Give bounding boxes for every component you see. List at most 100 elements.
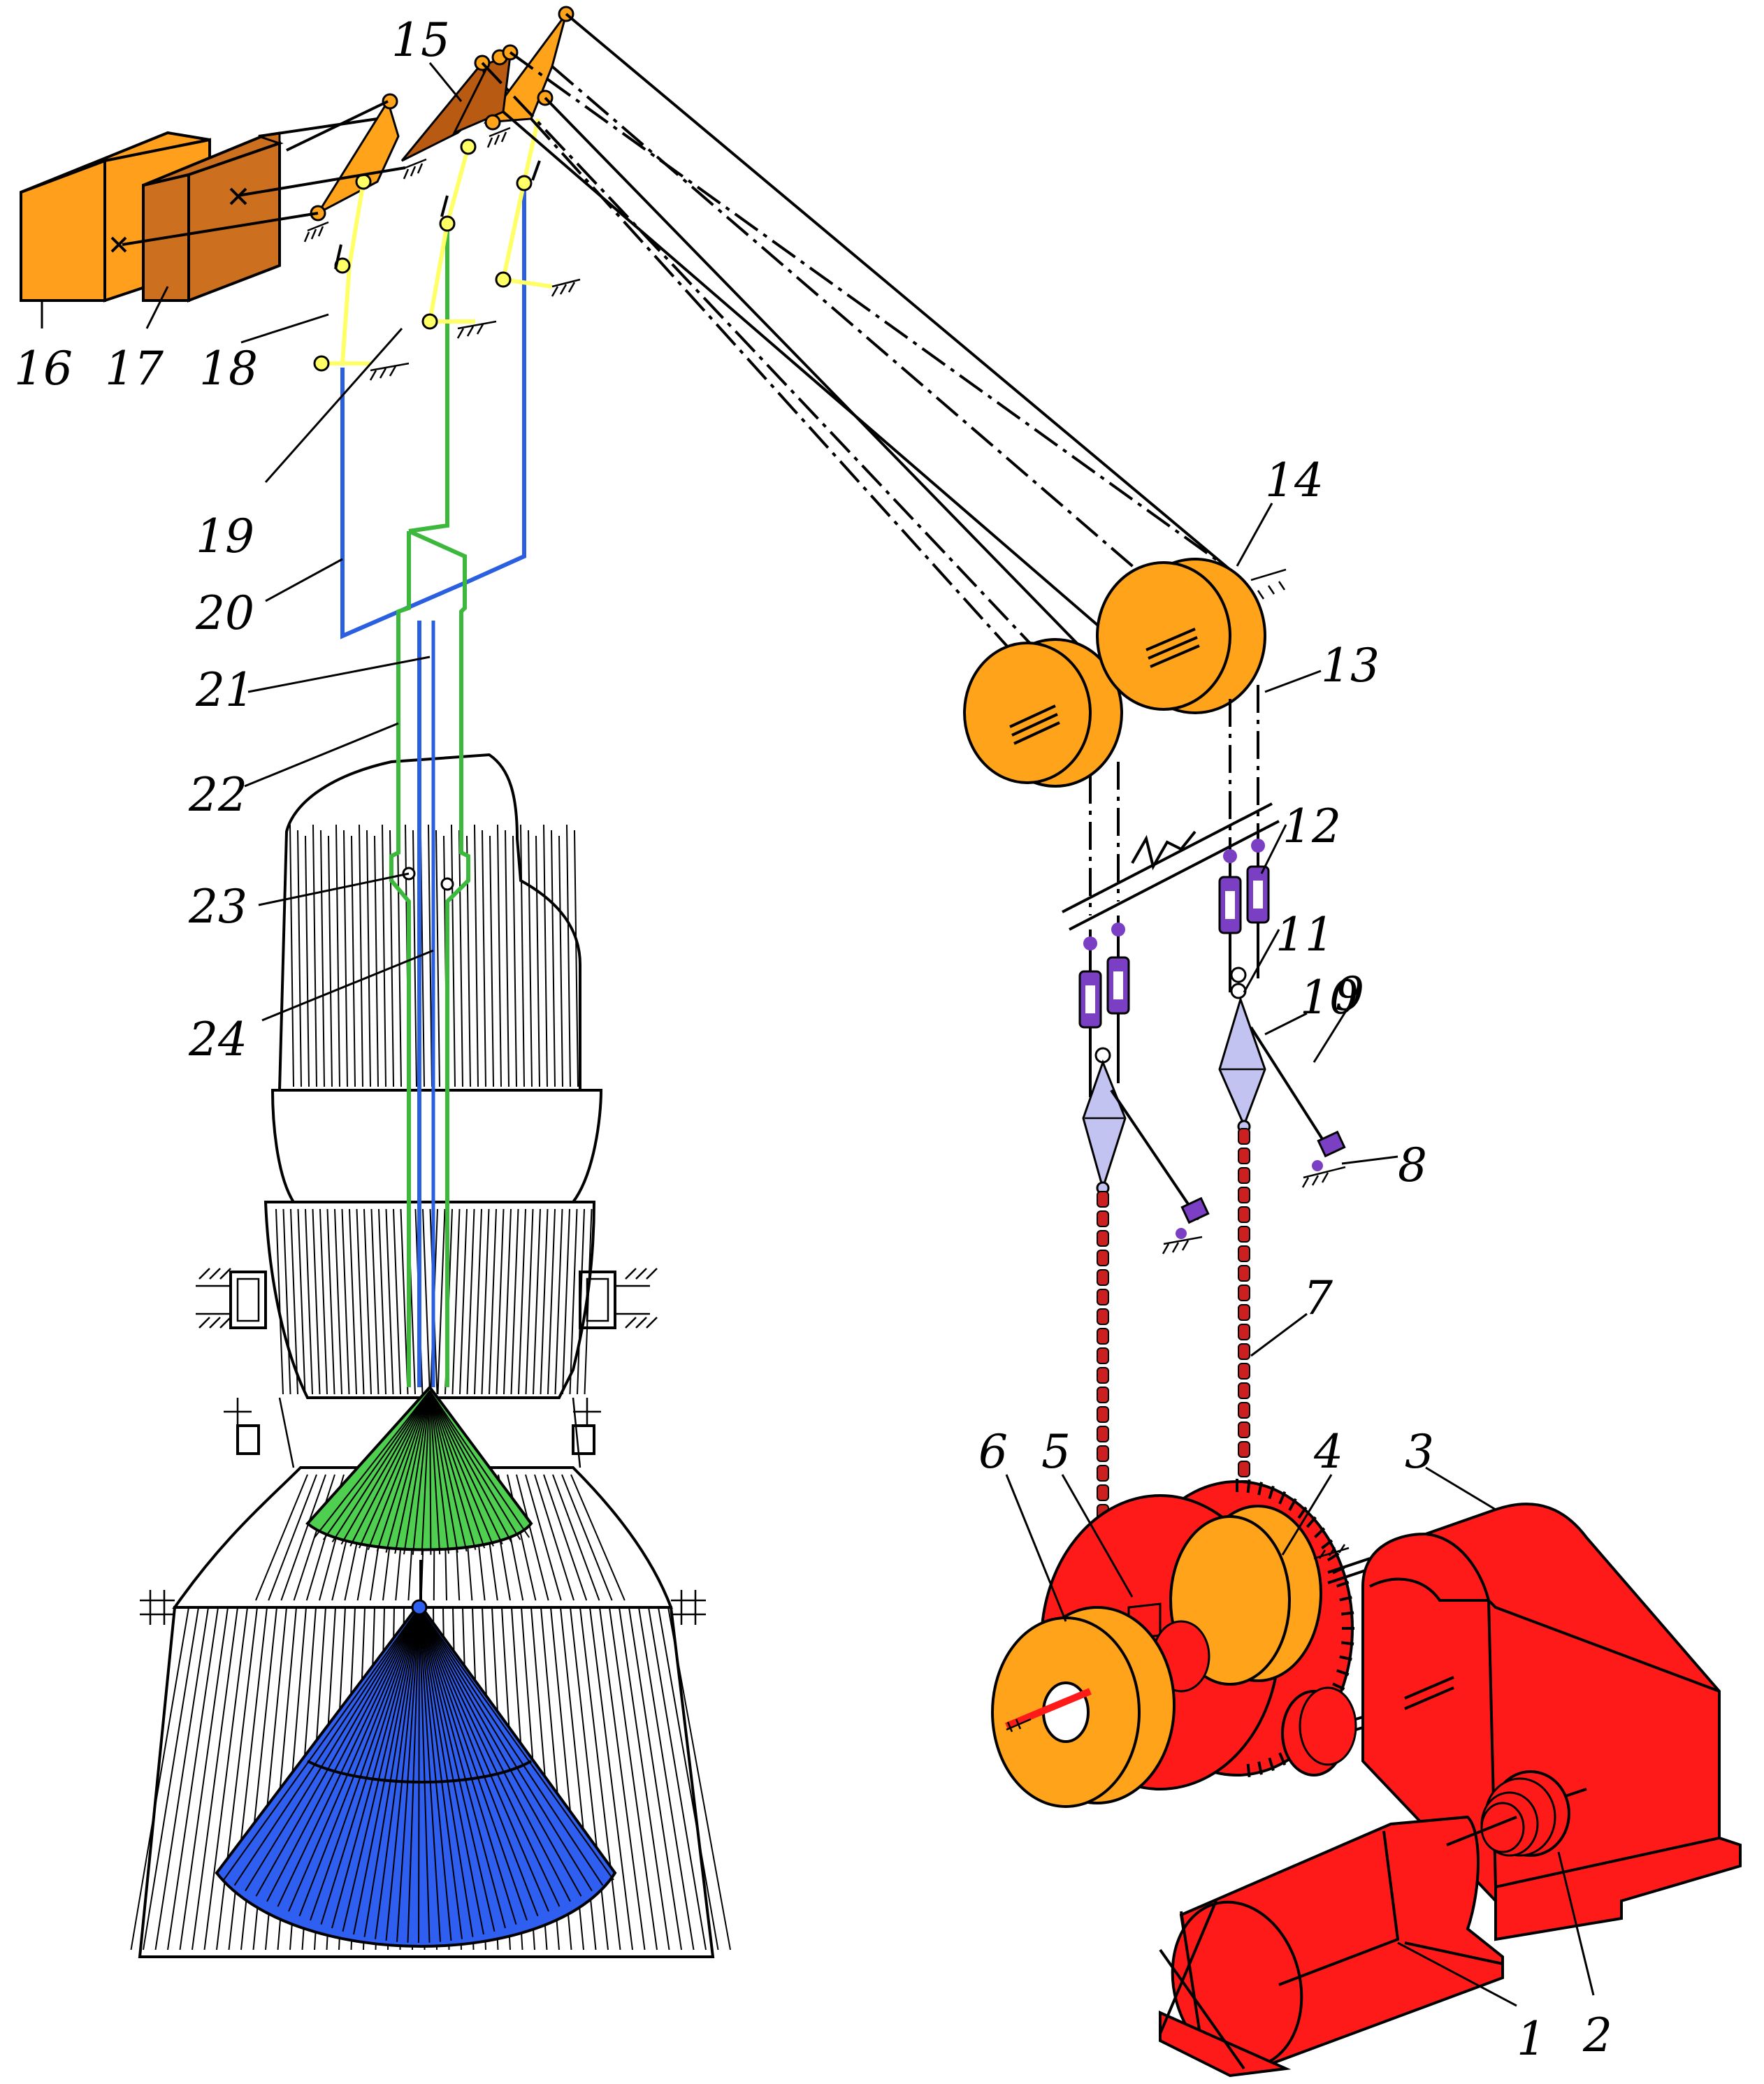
blue-cone-ray	[223, 1607, 420, 1881]
furnace-hatch-line	[609, 1607, 658, 1951]
furnace-hatch-line	[466, 1208, 475, 1395]
furnace-hatch-line	[351, 835, 356, 1087]
furnace-hatch-line	[435, 830, 440, 1087]
furnace-hatch-line	[543, 824, 548, 1087]
break-line	[1062, 802, 1280, 931]
furnace-hatch-line	[203, 1607, 248, 1951]
blue-cone-ray	[331, 1607, 420, 1929]
gear-tooth	[1340, 1611, 1354, 1616]
furnace-hatch-line	[552, 1474, 600, 1601]
gear-tooth	[1336, 1580, 1350, 1588]
furnace-hatch-line	[503, 1208, 512, 1395]
furnace-hatch-line	[516, 1474, 549, 1601]
blue-cone-ray	[419, 1607, 474, 1937]
furnace-hatch-line	[481, 1208, 490, 1395]
gear-tooth	[1340, 1641, 1354, 1646]
blue-cone-ray	[233, 1607, 420, 1886]
coupling-2	[1480, 1770, 1587, 1857]
green-cone-ray	[412, 1390, 431, 1555]
blue-cone-ray	[310, 1607, 420, 1921]
green-cone-ray	[429, 1390, 441, 1555]
green-cone-ray	[429, 1390, 512, 1542]
right-flange-pin	[671, 1590, 706, 1625]
blue-cone-ray	[375, 1607, 420, 1939]
gear-tooth	[1321, 1539, 1333, 1549]
green-cone-ray	[429, 1390, 486, 1549]
gear-tooth	[1339, 1655, 1352, 1661]
label-14: 14	[1265, 454, 1324, 507]
furnace-hatch-line	[570, 1607, 609, 1951]
chain-link	[1097, 1406, 1109, 1423]
chain-link	[1238, 1461, 1250, 1477]
counterweight-17	[142, 131, 284, 303]
gear-tooth	[1297, 1506, 1308, 1519]
furnace-hatch-line	[191, 1607, 238, 1951]
right-seal	[572, 1398, 601, 1455]
callout-labels: 1 2 3 4 5 6 7 8 9 10 11 12 13 14 15 16 1…	[14, 13, 1612, 2066]
furnace-hatch-line	[570, 1474, 626, 1601]
furnace-hatch-line	[428, 824, 433, 1087]
green-cone-ray	[322, 1390, 431, 1540]
chain-link	[1238, 1343, 1250, 1360]
furnace-hatch-line	[305, 835, 310, 1087]
callout-leaders	[41, 62, 1595, 2007]
furnace-hatch-line	[562, 1208, 570, 1395]
furnace-hatch-line	[290, 1208, 298, 1395]
green-cone-ray	[429, 1390, 458, 1553]
label-5: 5	[1041, 1425, 1071, 1479]
label-11: 11	[1275, 908, 1334, 962]
chain-link	[1238, 1324, 1250, 1340]
chain-link	[1238, 1382, 1250, 1399]
gear-tooth	[1306, 1516, 1317, 1528]
furnace-hatch-line	[378, 1208, 386, 1395]
furnace-hatch-line	[574, 830, 579, 1087]
furnace-hatch-line	[533, 1208, 541, 1395]
furnace-hatch-line	[543, 1474, 588, 1601]
furnace-hatch-line	[335, 824, 340, 1087]
green-cone-ray	[421, 1390, 431, 1556]
furnace-hatch-line	[459, 1208, 468, 1395]
green-cone-ray	[429, 1390, 530, 1538]
blue-cone-ray	[385, 1607, 420, 1941]
gear-tooth	[1326, 1552, 1340, 1562]
blue-cone-ray	[407, 1607, 420, 1943]
furnace-hatch-line	[458, 830, 463, 1087]
blue-cone	[215, 1599, 617, 1948]
linkage-levers	[303, 6, 581, 381]
blue-cone-ray	[419, 1607, 528, 1921]
furnace-hatch-line	[619, 1607, 670, 1951]
chain-link	[1097, 1445, 1109, 1462]
right-support-bracket	[579, 1268, 658, 1329]
chain-link	[1097, 1269, 1109, 1286]
furnace-hatch-line	[667, 1607, 731, 1951]
furnace-hatch-line	[143, 1607, 199, 1951]
furnace-hatch-line	[293, 1474, 335, 1601]
blue-cone-ray	[419, 1607, 561, 1907]
blue-cone-ray	[419, 1607, 614, 1881]
furnace-hatch-line	[561, 1474, 613, 1601]
gear-tooth	[1278, 1491, 1287, 1505]
ground-hatch-icon	[303, 126, 581, 381]
blue-rod-frame	[340, 183, 526, 1387]
label-13: 13	[1321, 639, 1380, 693]
chain-link	[1238, 1187, 1250, 1203]
blue-cone-ray	[419, 1607, 431, 1943]
green-cone-ray	[429, 1390, 468, 1552]
furnace-hatch-line	[179, 1607, 229, 1951]
furnace-hatch-line	[297, 830, 302, 1087]
label-7: 7	[1303, 1271, 1333, 1325]
chain-link	[1238, 1402, 1250, 1419]
chain-link	[1238, 1167, 1250, 1184]
green-cone-ray	[367, 1390, 431, 1551]
gear-tooth	[1257, 1482, 1263, 1496]
green-cone-ray	[429, 1390, 521, 1540]
furnace-hatch-line	[658, 1607, 719, 1951]
blue-cone-ray	[277, 1607, 420, 1907]
furnace-hatch-line	[282, 1208, 291, 1395]
chain-link	[1238, 1148, 1250, 1164]
furnace-hatch-line	[638, 1607, 695, 1951]
furnace-hatch-line	[510, 1208, 519, 1395]
chain-link	[1238, 1363, 1250, 1380]
furnace-hatch-line	[520, 824, 525, 1087]
